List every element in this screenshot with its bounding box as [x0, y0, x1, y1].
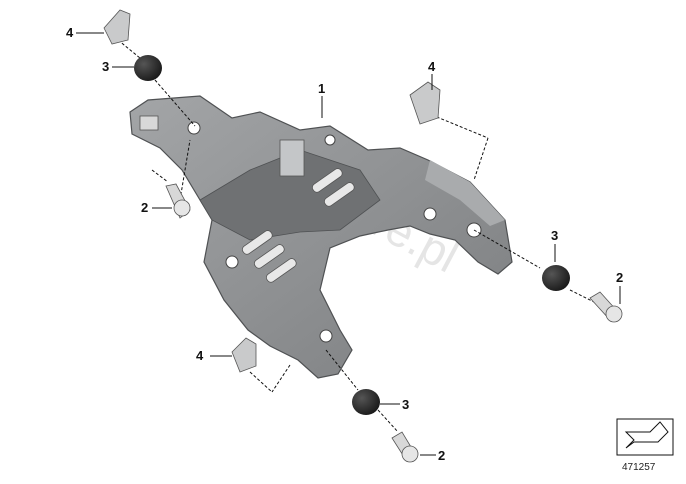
- screw-part: [165, 183, 623, 463]
- callout-label: 3: [551, 228, 558, 243]
- callout-label: 4: [196, 348, 204, 363]
- callout-label: 2: [141, 200, 148, 215]
- callout-label: 4: [428, 59, 436, 74]
- callout-label: 1: [318, 81, 325, 96]
- arrow-icon: [624, 421, 669, 449]
- assembly-lines: [117, 39, 601, 433]
- callout-label: 2: [616, 270, 623, 285]
- callout-lines: [76, 32, 621, 456]
- diagram-reference-box: [616, 418, 674, 456]
- callout-label: 3: [402, 397, 409, 412]
- callout-label: 3: [102, 59, 109, 74]
- callout-label: 2: [438, 448, 445, 463]
- diagram-number: 471257: [622, 462, 656, 473]
- bracket-part: [129, 95, 513, 379]
- clip-part: [103, 9, 441, 373]
- callout-label: 4: [66, 25, 74, 40]
- grommet-part: [134, 55, 570, 415]
